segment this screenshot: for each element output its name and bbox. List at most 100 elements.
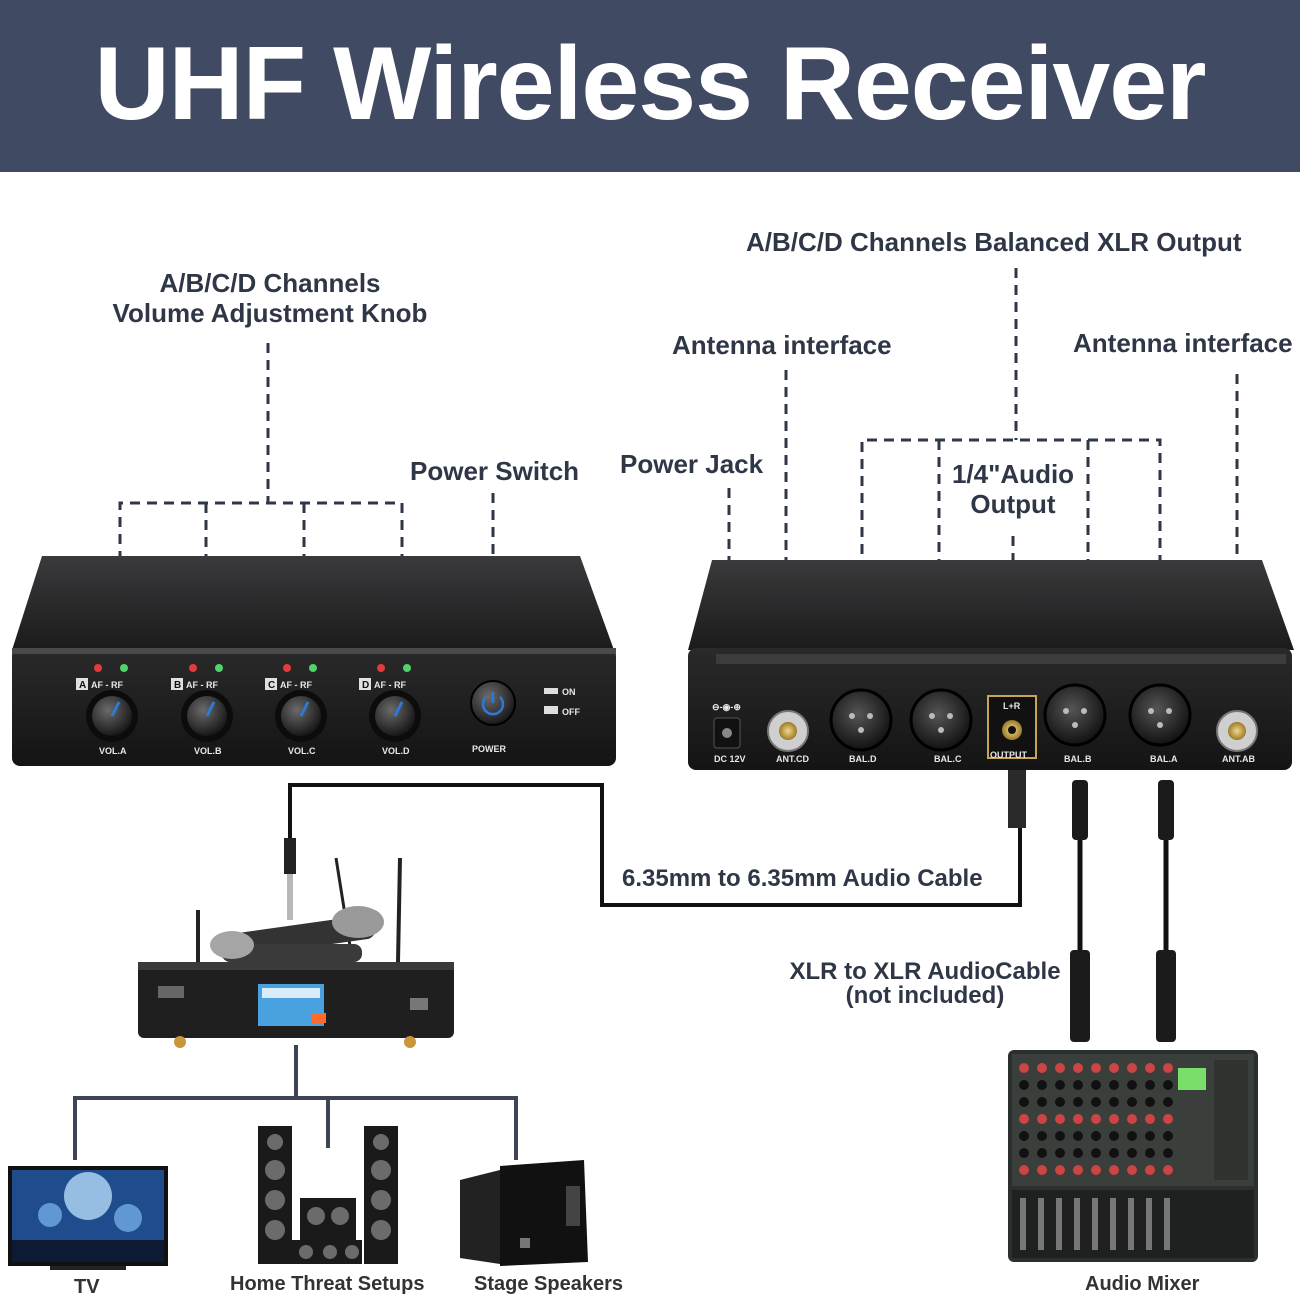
mixer-knob bbox=[1109, 1080, 1119, 1090]
stage-speakers-label: Stage Speakers bbox=[474, 1273, 623, 1295]
mixer-knob bbox=[1127, 1114, 1137, 1124]
mixer-knob bbox=[1091, 1114, 1101, 1124]
svg-text:⊖-◉-⊕: ⊖-◉-⊕ bbox=[712, 702, 741, 712]
knob-indicator bbox=[299, 701, 310, 717]
audio-cable-label: 6.35mm to 6.35mm Audio Cable bbox=[622, 865, 983, 892]
mixer-knob bbox=[1109, 1097, 1119, 1107]
channel-tag: B bbox=[174, 680, 181, 691]
mixer-knob bbox=[1127, 1165, 1137, 1175]
af-led bbox=[283, 664, 291, 672]
mixer-knob bbox=[1019, 1063, 1029, 1073]
xlr-output-label: A/B/C/D Channels Balanced XLR Output bbox=[746, 227, 1242, 257]
title-banner: UHF Wireless Receiver bbox=[0, 0, 1300, 172]
mixer-knob bbox=[1073, 1097, 1083, 1107]
mic-amplifier bbox=[138, 857, 454, 1048]
mixer-knob bbox=[1073, 1080, 1083, 1090]
mixer-knob bbox=[1073, 1165, 1083, 1175]
mixer-knob bbox=[1019, 1148, 1029, 1158]
mixer-knob bbox=[1163, 1148, 1173, 1158]
page-title: UHF Wireless Receiver bbox=[94, 26, 1206, 142]
mixer-knob bbox=[1109, 1063, 1119, 1073]
tv-label: TV bbox=[74, 1276, 100, 1298]
jack-plug-right bbox=[1008, 770, 1026, 828]
vol-label: VOL.B bbox=[194, 746, 222, 756]
rf-led bbox=[215, 664, 223, 672]
channel-tag: D bbox=[362, 680, 369, 691]
mixer-knob bbox=[1145, 1114, 1155, 1124]
af-rf-label: AF - RF bbox=[280, 680, 312, 690]
mixer-knob bbox=[1145, 1063, 1155, 1073]
channel-tag-box bbox=[359, 678, 371, 690]
bal-c-label: BAL.C bbox=[934, 754, 962, 764]
mixer-knob bbox=[1037, 1165, 1047, 1175]
dc-label: DC 12V bbox=[714, 754, 746, 764]
mixer-knob bbox=[1055, 1131, 1065, 1141]
mixer-fader bbox=[1074, 1198, 1080, 1250]
rf-led bbox=[309, 664, 317, 672]
mixer-knob bbox=[1019, 1165, 1029, 1175]
mixer-knob bbox=[1019, 1131, 1029, 1141]
mixer-knob bbox=[1091, 1148, 1101, 1158]
mixer-fader bbox=[1110, 1198, 1116, 1250]
audio-output-label-line1: 1/4"Audio bbox=[951, 459, 1075, 489]
power-switch-label: Power Switch bbox=[410, 456, 580, 486]
mixer-fader bbox=[1164, 1198, 1170, 1250]
channel-tag-box bbox=[171, 678, 183, 690]
mixer-knob bbox=[1163, 1063, 1173, 1073]
mixer-knob bbox=[1073, 1063, 1083, 1073]
xlr-cable-label-line1: XLR to XLR AudioCable bbox=[789, 958, 1061, 985]
mixer-fader bbox=[1092, 1198, 1098, 1250]
home-setups-label: Home Threat Setups bbox=[230, 1273, 425, 1295]
mixer-knob bbox=[1073, 1114, 1083, 1124]
mixer-knob bbox=[1037, 1080, 1047, 1090]
mixer-knob bbox=[1127, 1148, 1137, 1158]
mixer-knob bbox=[1091, 1097, 1101, 1107]
mixer-fader bbox=[1146, 1198, 1152, 1250]
bal-b-label: BAL.B bbox=[1064, 754, 1092, 764]
xlr-connector-c bbox=[909, 688, 973, 752]
mixer-knob bbox=[1127, 1097, 1137, 1107]
ant-cd-label: ANT.CD bbox=[776, 754, 809, 764]
antenna-interface-right-label: Antenna interface bbox=[1073, 328, 1293, 358]
audio-mixer-image bbox=[1008, 1050, 1258, 1262]
mixer-knob bbox=[1055, 1148, 1065, 1158]
stage-speakers bbox=[460, 1160, 588, 1266]
audio-mixer-label: Audio Mixer bbox=[1085, 1273, 1200, 1295]
xlr-connector-a bbox=[1128, 683, 1192, 747]
ant-ab-label: ANT.AB bbox=[1222, 754, 1255, 764]
on-label: ON bbox=[562, 687, 576, 697]
xlr-connector-d bbox=[829, 688, 893, 752]
channel-tag-box bbox=[265, 678, 277, 690]
rf-led bbox=[120, 664, 128, 672]
audio-output-label-line2: Output bbox=[970, 489, 1056, 519]
mixer-knob bbox=[1037, 1097, 1047, 1107]
mixer-knob bbox=[1163, 1114, 1173, 1124]
mixer-knob bbox=[1091, 1063, 1101, 1073]
mixer-knob bbox=[1073, 1131, 1083, 1141]
audio-output-label: 1/4"Audio Output bbox=[930, 459, 1096, 519]
mixer-knob bbox=[1145, 1165, 1155, 1175]
mixer-knob bbox=[1037, 1131, 1047, 1141]
audio-cable bbox=[288, 783, 1022, 907]
mixer-knob bbox=[1145, 1080, 1155, 1090]
switch-on-icon bbox=[544, 688, 558, 694]
power-label: POWER bbox=[472, 744, 507, 754]
knob-indicator bbox=[393, 701, 404, 717]
switch-off-icon bbox=[544, 706, 558, 714]
xlr-cable-label-line2: (not included) bbox=[845, 982, 1005, 1009]
af-led bbox=[377, 664, 385, 672]
distribution-lines bbox=[73, 1045, 518, 1160]
volume-knob-label-line1: A/B/C/D Channels bbox=[159, 268, 381, 298]
mixer-knob bbox=[1055, 1165, 1065, 1175]
mixer-knob bbox=[1163, 1097, 1173, 1107]
vol-label: VOL.A bbox=[99, 746, 127, 756]
tv-image bbox=[8, 1166, 168, 1270]
mixer-knob bbox=[1109, 1148, 1119, 1158]
mixer-knob bbox=[1037, 1063, 1047, 1073]
mixer-knob bbox=[1109, 1165, 1119, 1175]
mixer-fader bbox=[1038, 1198, 1044, 1250]
